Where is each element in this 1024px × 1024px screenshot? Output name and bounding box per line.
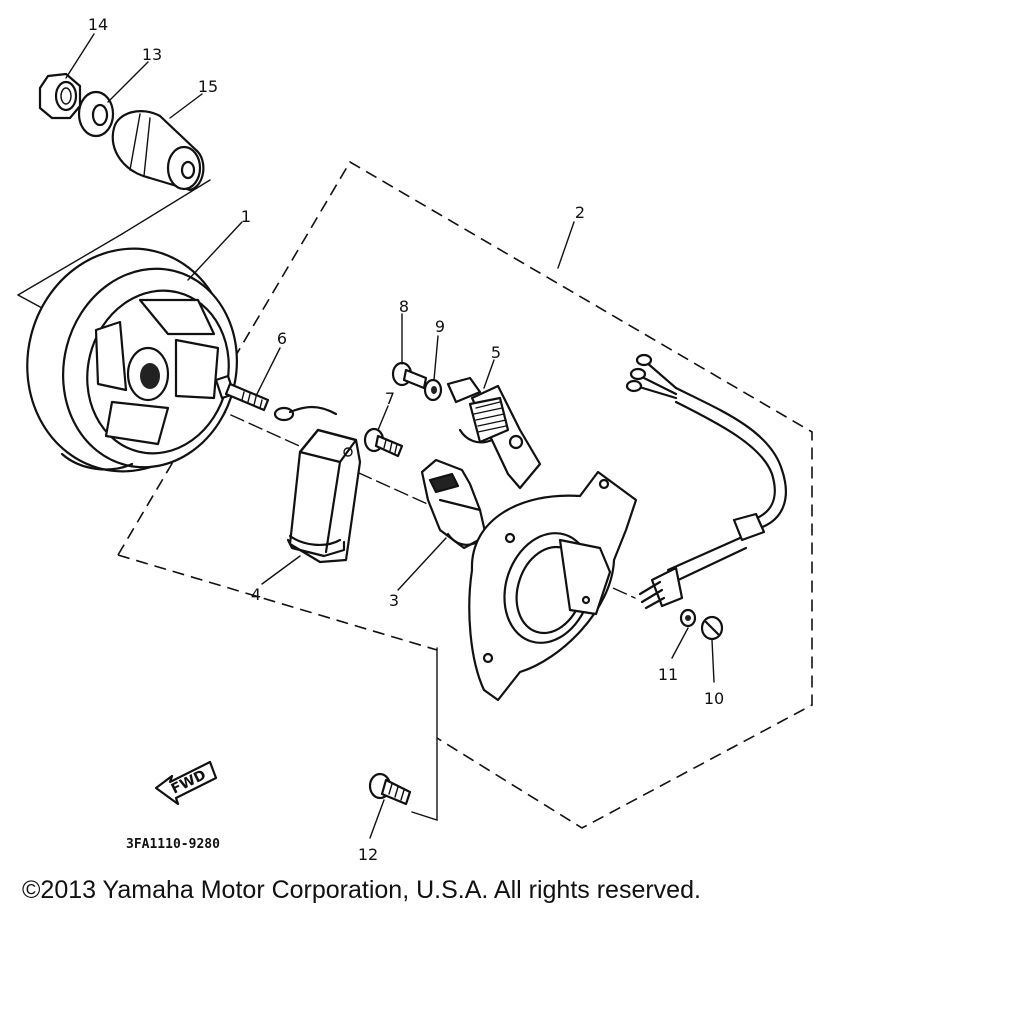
- source-coil: [420, 458, 488, 550]
- washer-part: [77, 90, 115, 138]
- ignition-coil: [273, 405, 362, 564]
- diagram-code: 3FA1110-9280: [126, 837, 220, 852]
- forward-arrow: FWD: [154, 760, 218, 806]
- callout-3: 3: [389, 591, 399, 610]
- callout-14: 14: [88, 15, 108, 34]
- callout-10: 10: [704, 689, 724, 708]
- callout-5: 5: [491, 343, 501, 362]
- washer-9: [423, 378, 443, 402]
- stator-base-plate: [468, 470, 638, 702]
- screw-10: [700, 615, 724, 641]
- wire-harness: [625, 353, 787, 610]
- flywheel-rotor: [26, 247, 238, 473]
- callout-2: 2: [575, 203, 585, 222]
- washer-11: [679, 608, 697, 628]
- bolt-part: [214, 374, 270, 412]
- copyright-notice: ©2013 Yamaha Motor Corporation, U.S.A. A…: [22, 876, 701, 904]
- screw-7: [363, 427, 404, 458]
- axis-line: [157, 381, 636, 599]
- screw-12: [368, 772, 412, 806]
- bracket-line-right: [121, 179, 211, 235]
- bracket-line-top: [17, 233, 123, 296]
- contact-breaker: [446, 376, 542, 490]
- callout-13: 13: [142, 45, 162, 64]
- screw-8: [391, 361, 428, 390]
- callout-7: 7: [385, 389, 395, 408]
- callout-8: 8: [399, 297, 409, 316]
- callout-12: 12: [358, 845, 378, 864]
- callout-15: 15: [198, 77, 218, 96]
- screw-12-bracket: [411, 647, 438, 821]
- callout-4: 4: [251, 585, 261, 604]
- bracket-line-left: [17, 294, 43, 309]
- nut-part: [38, 72, 82, 120]
- callout-11: 11: [658, 665, 678, 684]
- callout-leaders: [65, 33, 715, 839]
- assembly-boundary: [117, 160, 813, 829]
- assembly-boundary-lower: [117, 554, 438, 651]
- callout-1: 1: [241, 207, 251, 226]
- callout-9: 9: [435, 317, 445, 336]
- callout-6: 6: [277, 329, 287, 348]
- collar-part: [111, 110, 205, 192]
